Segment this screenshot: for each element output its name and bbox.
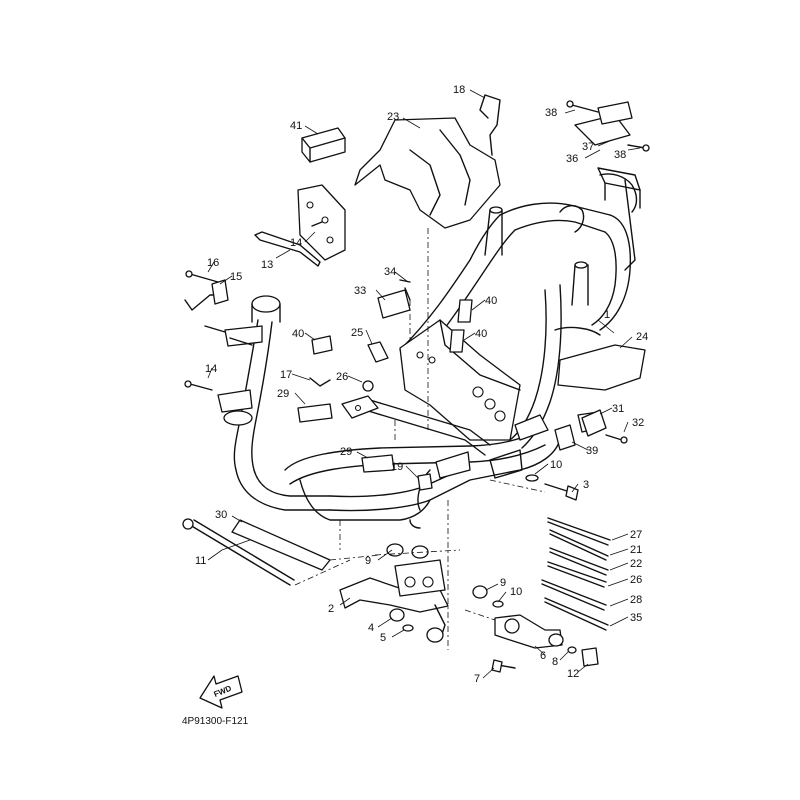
callout-41: 41 xyxy=(290,120,302,132)
callout-labels: 18 23 41 38 37 38 36 14 13 16 15 34 33 4… xyxy=(195,84,648,685)
callout-9-lower: 9 xyxy=(500,577,506,589)
callout-38-right: 38 xyxy=(614,149,626,161)
leader-lines xyxy=(207,89,641,679)
callout-17: 19 xyxy=(391,461,403,473)
callout-16: 16 xyxy=(207,257,219,269)
callout-40-lower: 40 xyxy=(475,328,487,340)
callout-10-upper: 10 xyxy=(550,459,562,471)
callout-25: 25 xyxy=(351,327,363,339)
callout-14-top: 14 xyxy=(290,237,302,249)
callout-26: 26 xyxy=(336,371,348,383)
callout-9-upper: 9 xyxy=(365,555,371,567)
callout-39: 39 xyxy=(586,445,598,457)
callout-20: 22 xyxy=(630,558,642,570)
callout-23: 24 xyxy=(636,331,648,343)
fwd-arrow-icon: FWD xyxy=(199,675,243,709)
callout-33: 33 xyxy=(354,285,366,297)
callout-24: 27 xyxy=(630,529,642,541)
callout-11: 11 xyxy=(195,555,206,567)
callout-29-center: 29 xyxy=(340,446,352,458)
callout-13: 13 xyxy=(261,259,273,271)
callout-30: 30 xyxy=(215,509,227,521)
callout-32: 32 xyxy=(632,417,644,429)
callout-4: 4 xyxy=(368,622,374,634)
callout-21: 26 xyxy=(630,574,642,586)
callout-40-upper: 40 xyxy=(485,295,497,307)
callout-3: 3 xyxy=(583,479,589,491)
callout-31: 31 xyxy=(612,403,624,415)
callout-34: 34 xyxy=(384,266,396,278)
callout-19: 21 xyxy=(630,544,642,556)
callout-18: 17 xyxy=(280,369,292,381)
callout-6: 6 xyxy=(540,650,546,662)
callout-14-left: 14 xyxy=(205,363,217,375)
callout-22: 28 xyxy=(630,594,642,606)
callout-38-top: 38 xyxy=(545,107,557,119)
callout-35: 35 xyxy=(630,612,642,624)
callout-10-lower: 10 xyxy=(510,586,522,598)
callout-37: 37 xyxy=(582,141,594,153)
callout-1: 1 xyxy=(604,309,610,321)
callout-40-left: 40 xyxy=(292,328,304,340)
callout-29-left: 29 xyxy=(277,388,289,400)
callout-2: 2 xyxy=(328,603,334,615)
callout-12: 12 xyxy=(567,668,579,680)
callout-28: 18 xyxy=(453,84,465,96)
callout-27: 23 xyxy=(387,111,399,123)
callout-15: 15 xyxy=(230,271,242,283)
separate-parts xyxy=(182,94,650,673)
center-lines xyxy=(294,228,546,650)
callout-8: 8 xyxy=(552,656,558,668)
main-frame xyxy=(217,167,641,529)
callout-5: 5 xyxy=(380,632,386,644)
callout-36: 36 xyxy=(566,153,578,165)
callout-7: 7 xyxy=(474,673,480,685)
drawing-code: 4P91300-F121 xyxy=(182,716,249,727)
